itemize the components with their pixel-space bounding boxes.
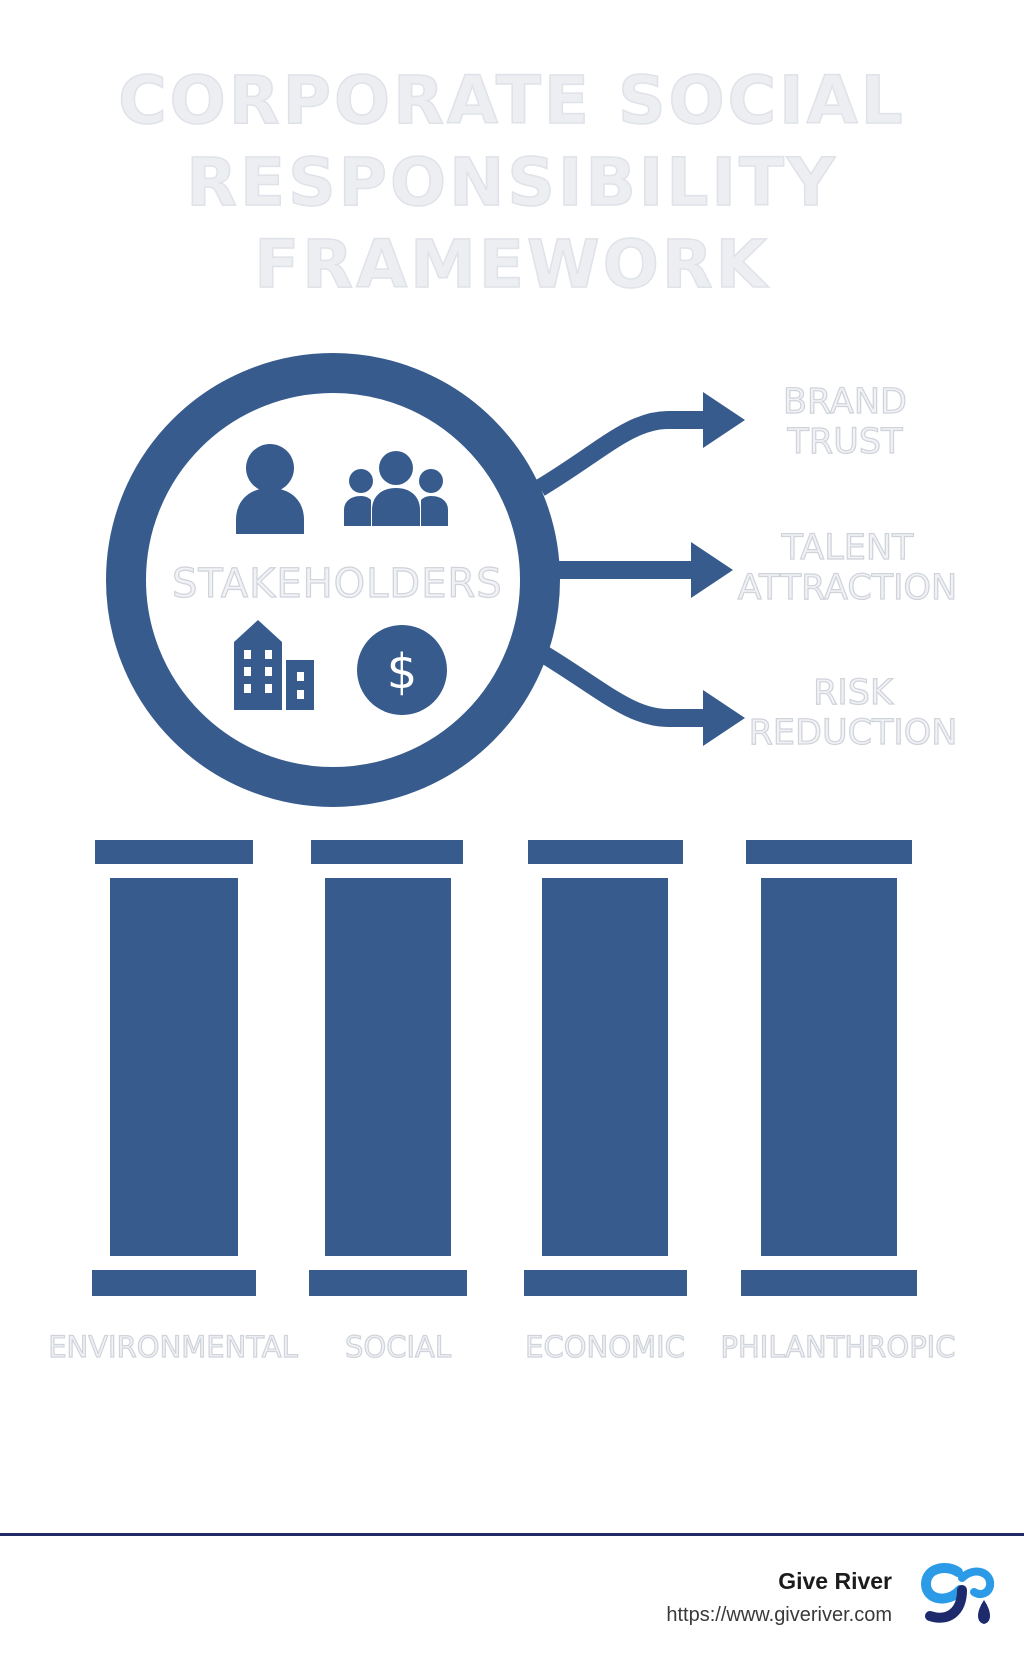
footer-divider xyxy=(0,1533,1024,1536)
dollar-icon: $ xyxy=(357,625,447,715)
give-river-logo-icon xyxy=(920,1563,995,1624)
building-icon xyxy=(234,620,314,710)
svg-text:$: $ xyxy=(387,644,418,700)
stakeholders-label: STAKEHOLDERS xyxy=(171,560,503,607)
title-line-3: FRAMEWORK xyxy=(253,225,770,304)
pillar-label-economic: ECONOMIC xyxy=(525,1329,686,1364)
outcome-talent-attraction: TALENT ATTRACTION xyxy=(735,527,960,608)
stakeholder-circle xyxy=(106,353,560,807)
arrowhead-risk-reduction xyxy=(703,690,745,746)
outcome-brand-trust: BRAND TRUST xyxy=(760,381,930,462)
pillar-environmental xyxy=(92,840,256,1296)
outcome-brand-trust-line-2: TRUST xyxy=(787,421,903,462)
arrowhead-brand-trust xyxy=(703,392,745,448)
outcome-talent-attraction-line-1: TALENT xyxy=(781,527,914,568)
title-line-1: CORPORATE SOCIAL xyxy=(118,61,906,140)
group-icon xyxy=(344,451,448,526)
outcome-brand-trust-line-1: BRAND xyxy=(782,381,907,422)
outcome-risk-reduction-line-2: REDUCTION xyxy=(748,712,958,753)
arrowhead-talent-attraction xyxy=(691,542,733,598)
arrow-brand-trust xyxy=(535,411,712,496)
title-line-2: RESPONSIBILITY xyxy=(185,143,838,222)
pillar-social xyxy=(309,840,467,1296)
pillar-label-social: SOCIAL xyxy=(344,1329,452,1364)
footer-brand-name: Give River xyxy=(778,1568,892,1594)
pillar-economic xyxy=(524,840,687,1296)
outcome-risk-reduction-line-1: RISK xyxy=(812,672,893,713)
pillar-label-philanthropic: PHILANTHROPIC xyxy=(720,1329,956,1364)
outcome-risk-reduction: RISK REDUCTION xyxy=(748,672,958,753)
pillar-label-environmental: ENVIRONMENTAL xyxy=(48,1329,299,1364)
footer-url[interactable]: https://www.giveriver.com xyxy=(666,1604,892,1626)
pillar-philanthropic xyxy=(741,840,917,1296)
page-title: CORPORATE SOCIAL RESPONSIBILITY FRAMEWOR… xyxy=(0,60,1024,306)
arrow-heads xyxy=(691,392,745,746)
arrow-risk-reduction xyxy=(535,644,712,727)
outcome-talent-attraction-line-2: ATTRACTION xyxy=(737,567,958,608)
person-icon xyxy=(236,444,304,534)
outcome-arrows xyxy=(535,411,712,727)
pillars xyxy=(92,840,917,1296)
